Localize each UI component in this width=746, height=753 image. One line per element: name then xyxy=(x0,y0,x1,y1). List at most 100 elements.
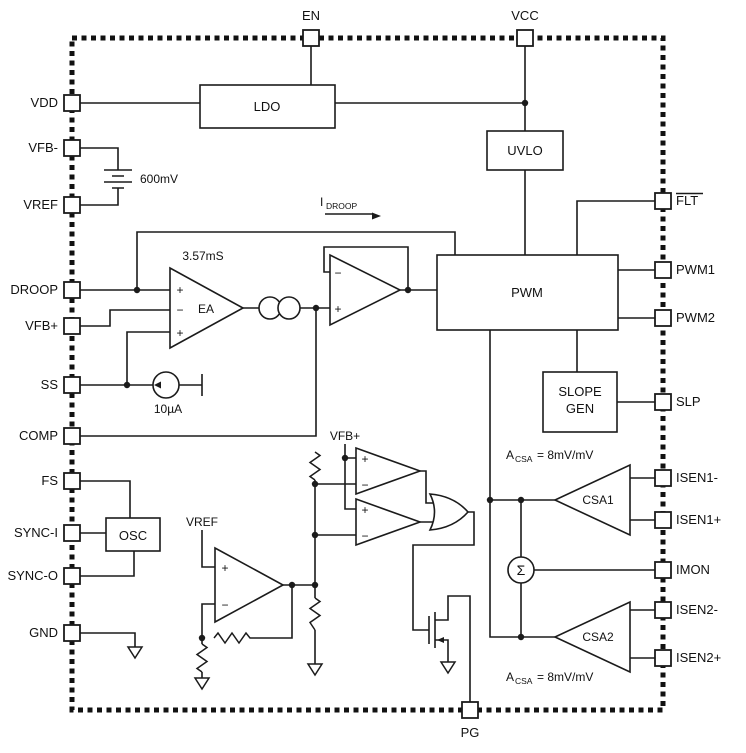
resistor xyxy=(213,631,252,645)
csa1-gain-symbol: A xyxy=(506,448,514,462)
junction-dot xyxy=(288,581,296,589)
ground-symbol xyxy=(126,646,144,660)
csa2-amp xyxy=(553,600,631,674)
pin-label-ss: SS xyxy=(41,377,59,392)
comparator-lower xyxy=(355,497,423,547)
comp-lower-plus: + xyxy=(361,503,368,517)
summing-node xyxy=(507,556,535,584)
pin-label-isen2-minus: ISEN2- xyxy=(676,602,718,617)
pin-isen1-plus xyxy=(654,511,672,529)
pin-label-en: EN xyxy=(302,8,320,23)
reference-wires xyxy=(80,147,132,206)
sigma-symbol: Σ xyxy=(517,562,526,578)
csa1-gain-value: = 8mV/mV xyxy=(537,448,593,462)
junction-dot xyxy=(517,633,525,641)
ground-symbol xyxy=(439,661,457,675)
pin-label-pwm1: PWM1 xyxy=(676,262,715,277)
pin-vcc xyxy=(516,29,534,47)
ground-symbol xyxy=(306,663,324,677)
ground-symbol xyxy=(193,677,211,691)
pin-label-vdd: VDD xyxy=(31,95,58,110)
slope-gen-label-line1: SLOPE xyxy=(558,384,602,399)
ea-gm-label: 3.57mS xyxy=(182,249,223,263)
junction-dot xyxy=(312,304,320,312)
csa2-gain-symbol: A xyxy=(506,670,514,684)
current-mirror-circle xyxy=(277,296,301,320)
ldo-label: LDO xyxy=(254,99,281,114)
pin-label-isen1-plus: ISEN1+ xyxy=(676,512,721,527)
pin-pwm2 xyxy=(654,309,672,327)
pin-vref xyxy=(63,196,81,214)
junction-dot xyxy=(486,496,494,504)
junction-dot xyxy=(341,454,349,462)
ldo-block xyxy=(199,84,336,129)
comp-lower-minus: − xyxy=(361,529,368,543)
mosfet-arrow xyxy=(437,637,444,643)
idroop-label: I xyxy=(320,195,323,209)
buffer-amp xyxy=(329,253,402,327)
csa2-gain-value: = 8mV/mV xyxy=(537,670,593,684)
pin-pwm1 xyxy=(654,261,672,279)
osc-block xyxy=(105,517,161,552)
pwm-label: PWM xyxy=(511,285,543,300)
uvlo-label: UVLO xyxy=(507,143,542,158)
junction-dot xyxy=(198,634,206,642)
pin-label-vfb-plus: VFB+ xyxy=(25,318,58,333)
pin-en xyxy=(302,29,320,47)
right-pin-wires xyxy=(576,192,703,403)
pin-flt xyxy=(654,192,672,210)
slope-gen-label-line2: GEN xyxy=(566,401,594,416)
vref-net-label: VREF xyxy=(186,515,218,529)
ea-minus: − xyxy=(176,303,183,317)
pin-label-fs: FS xyxy=(41,473,58,488)
chip-boundary xyxy=(69,35,666,713)
error-amp-wires xyxy=(80,231,456,396)
vref-opamp-plus: + xyxy=(221,561,228,575)
ss-current-label: 10µA xyxy=(154,402,182,416)
idroop-arrowhead xyxy=(372,212,381,220)
csa2-label: CSA2 xyxy=(582,630,614,644)
pin-label-slp: SLP xyxy=(676,394,701,409)
osc-gnd-wires xyxy=(80,480,136,647)
pin-label-droop: DROOP xyxy=(10,282,58,297)
pin-fs xyxy=(63,472,81,490)
pin-label-sync-o: SYNC-O xyxy=(7,568,58,583)
pin-label-isen2-plus: ISEN2+ xyxy=(676,650,721,665)
pin-droop xyxy=(63,281,81,299)
ss-arrowhead xyxy=(154,381,161,389)
pin-label-sync-i: SYNC-I xyxy=(14,525,58,540)
comparator-upper xyxy=(355,446,423,496)
csa1-gain-subscript: CSA xyxy=(515,454,533,464)
buffer-plus: + xyxy=(334,302,341,316)
junction-dot xyxy=(311,581,319,589)
pin-isen2-minus xyxy=(654,601,672,619)
pin-label-imon: IMON xyxy=(676,562,710,577)
pin-sync-i xyxy=(63,524,81,542)
pin-pg xyxy=(461,701,479,719)
comp-upper-minus: − xyxy=(361,478,368,492)
pin-label-pg: PG xyxy=(461,725,480,740)
junction-dot xyxy=(123,381,131,389)
pin-label-isen1-minus: ISEN1- xyxy=(676,470,718,485)
pin-label-comp: COMP xyxy=(19,428,58,443)
comp-buffer-wires xyxy=(80,213,437,437)
pin-sync-o xyxy=(63,567,81,585)
csa2-gain-subscript: CSA xyxy=(515,676,533,686)
uvlo-block xyxy=(486,130,564,171)
pin-label-vref: VREF xyxy=(23,197,58,212)
buffer-minus: − xyxy=(334,266,341,280)
vref-opamp xyxy=(214,546,285,624)
pin-isen2-plus xyxy=(654,649,672,667)
resistor xyxy=(308,597,322,631)
pin-vdd xyxy=(63,94,81,112)
power-good-wires xyxy=(201,444,475,702)
csa1-label: CSA1 xyxy=(582,493,614,507)
pin-ss xyxy=(63,376,81,394)
error-amp xyxy=(169,266,245,350)
pin-label-pwm2: PWM2 xyxy=(676,310,715,325)
ea-plus-bottom: + xyxy=(176,326,183,340)
power-wires xyxy=(80,46,526,255)
idroop-subscript: DROOP xyxy=(326,201,358,211)
comp-upper-plus: + xyxy=(361,452,368,466)
